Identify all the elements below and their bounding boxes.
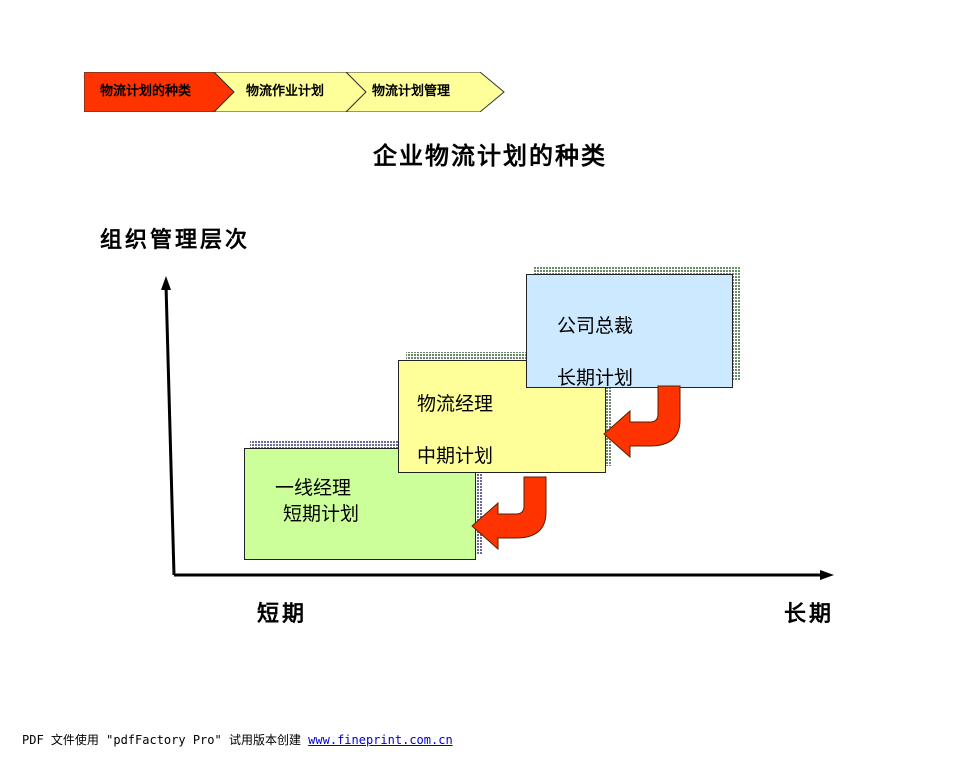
box-logistics-role: 物流经理 — [417, 393, 494, 415]
y-axis-arrowhead — [161, 276, 171, 290]
breadcrumb-step-2[interactable]: 物流作业计划 — [246, 84, 325, 99]
arrow-logistics-to-frontline — [471, 476, 547, 551]
box-frontline-role: 一线经理 — [275, 477, 352, 499]
box-ceo-plan: 长期计划 — [557, 367, 634, 389]
breadcrumb-step-3[interactable]: 物流计划管理 — [372, 84, 451, 99]
x-axis-arrowhead — [820, 570, 834, 580]
box-ceo-role: 公司总裁 — [557, 315, 634, 337]
breadcrumb-step-1[interactable]: 物流计划的种类 — [100, 84, 192, 99]
footer: PDF 文件使用 "pdfFactory Pro" 试用版本创建 www.fin… — [22, 731, 453, 748]
footer-link[interactable]: www.fineprint.com.cn — [308, 733, 453, 747]
x-axis-end-label: 长期 — [784, 601, 835, 627]
breadcrumb: 物流计划的种类 物流作业计划 物流计划管理 — [84, 72, 508, 112]
breadcrumb-shapes — [84, 72, 505, 112]
y-axis-line — [164, 284, 176, 576]
breadcrumb-step-2-shape[interactable] — [213, 72, 367, 112]
box-ceo: 公司总裁 长期计划 — [526, 274, 733, 389]
x-axis-start-label: 短期 — [257, 601, 308, 627]
box-logistics-plan: 中期计划 — [417, 445, 494, 467]
breadcrumb-step-3-shape[interactable] — [345, 72, 505, 112]
arrow-ceo-to-logistics — [603, 385, 681, 459]
footer-text: PDF 文件使用 "pdfFactory Pro" 试用版本创建 — [22, 733, 309, 747]
box-frontline-plan: 短期计划 — [283, 503, 360, 525]
slide-title: 企业物流计划的种类 — [373, 141, 607, 170]
y-axis-label: 组织管理层次 — [100, 227, 251, 253]
